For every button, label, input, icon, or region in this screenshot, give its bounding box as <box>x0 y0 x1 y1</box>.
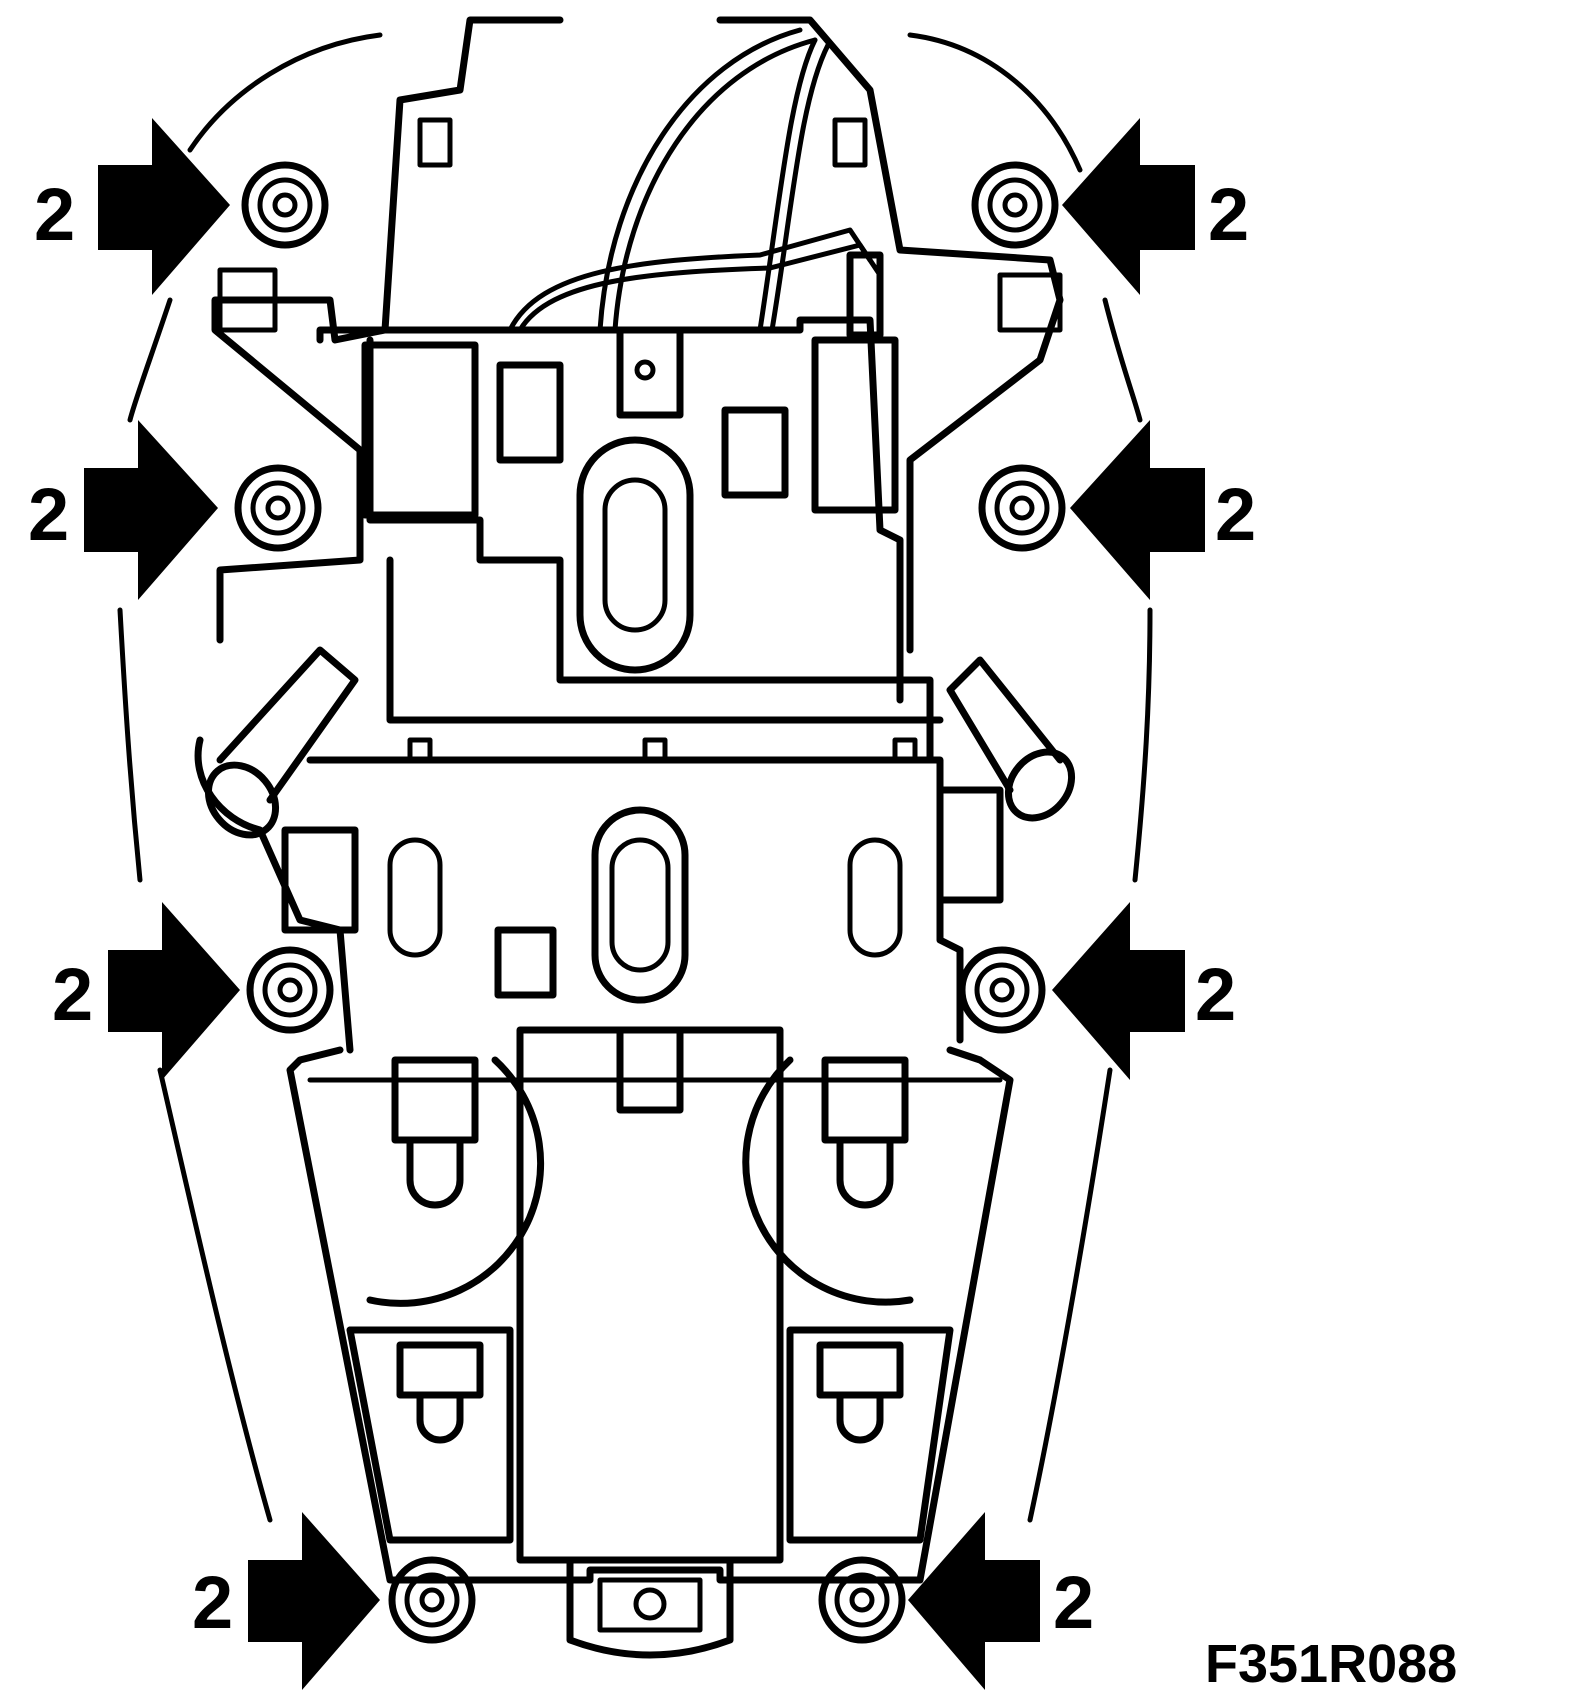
fastener-bottom-left <box>388 1556 476 1644</box>
figure-code: F351R088 <box>1205 1634 1457 1694</box>
fastener-mid-right <box>978 464 1066 552</box>
arrow-lower-left <box>108 902 240 1080</box>
fastener-upper-left <box>241 161 329 249</box>
fastener-mid-left <box>234 464 322 552</box>
arrow-upper-left <box>98 118 230 295</box>
callout-label-bottom-left: 2 <box>192 1561 233 1644</box>
callout-label-lower-right: 2 <box>1195 953 1236 1036</box>
callout-labels: 2 2 2 2 2 2 2 2 <box>28 173 1256 1644</box>
arrow-mid-right <box>1070 420 1205 600</box>
bulb-sockets <box>204 646 1076 1544</box>
arrow-bottom-right <box>908 1512 1040 1690</box>
connectors <box>217 117 1063 999</box>
callout-label-upper-left: 2 <box>34 173 75 256</box>
outer-housing-outline <box>117 32 1153 1523</box>
fastener-lower-right <box>958 946 1046 1034</box>
callout-label-upper-right: 2 <box>1208 173 1249 256</box>
callout-label-bottom-right: 2 <box>1053 1561 1094 1644</box>
arrow-mid-left <box>84 420 218 600</box>
wiring-harness <box>507 27 884 339</box>
arrow-lower-right <box>1052 902 1185 1080</box>
fastener-bottom-right <box>818 1556 906 1644</box>
arrow-bottom-left <box>248 1512 380 1690</box>
callout-label-lower-left: 2 <box>52 953 93 1036</box>
fastener-upper-right <box>971 161 1059 249</box>
callout-label-mid-right: 2 <box>1215 473 1256 556</box>
arrow-upper-right <box>1062 118 1195 295</box>
fasteners <box>234 161 1066 1644</box>
fastener-lower-left <box>246 946 334 1034</box>
callout-label-mid-left: 2 <box>28 473 69 556</box>
callout-arrows <box>84 118 1205 1690</box>
center-ovals <box>387 436 903 1004</box>
